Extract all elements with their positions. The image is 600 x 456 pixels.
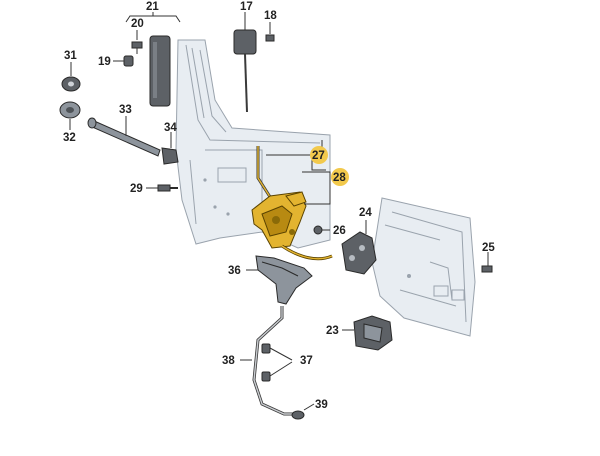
callout-26: 26 bbox=[333, 225, 346, 237]
callout-21: 21 bbox=[146, 1, 159, 13]
part-23-bracket bbox=[342, 315, 393, 351]
callout-27: 27 bbox=[312, 150, 325, 162]
callout-24: 24 bbox=[359, 207, 372, 219]
part-31-bushing bbox=[61, 62, 81, 92]
part-33-shaft bbox=[87, 116, 161, 157]
part-29-screw bbox=[146, 184, 178, 192]
part-18-screw bbox=[265, 22, 275, 42]
callout-19: 19 bbox=[98, 56, 111, 68]
callout-29: 29 bbox=[130, 183, 143, 195]
part-36-handle-bracket bbox=[246, 255, 313, 305]
callout-36: 36 bbox=[228, 265, 241, 277]
part-17-lock-knob-rod bbox=[233, 12, 257, 113]
part-27-28-door-lock-assembly bbox=[251, 140, 333, 261]
part-20-screw bbox=[131, 30, 143, 54]
part-32-bushing bbox=[59, 101, 81, 130]
callout-28-highlight bbox=[331, 168, 349, 186]
callout-labels: 21 17 18 20 31 19 33 34 32 27 28 29 24 2… bbox=[63, 1, 495, 411]
callout-39: 39 bbox=[315, 399, 328, 411]
body-pillar-panel bbox=[371, 197, 476, 337]
callout-28: 28 bbox=[333, 172, 346, 184]
callout-31: 31 bbox=[64, 50, 77, 62]
callout-27-highlight bbox=[310, 146, 328, 164]
callout-32: 32 bbox=[63, 132, 76, 144]
callout-23: 23 bbox=[326, 325, 339, 337]
callout-17: 17 bbox=[240, 1, 253, 13]
part-25-screw bbox=[481, 252, 493, 273]
part-38-bowden-cable bbox=[240, 306, 305, 420]
callout-33: 33 bbox=[119, 104, 132, 116]
callout-20: 20 bbox=[131, 18, 144, 30]
part-26-clip bbox=[313, 225, 330, 235]
callout-18: 18 bbox=[264, 10, 277, 22]
part-21-handle-trim bbox=[125, 12, 181, 107]
callout-34: 34 bbox=[164, 122, 177, 134]
callout-37: 37 bbox=[300, 355, 313, 367]
callout-38: 38 bbox=[222, 355, 235, 367]
leader-39 bbox=[303, 403, 315, 411]
part-37-cable-clips bbox=[261, 343, 293, 382]
callout-25: 25 bbox=[482, 242, 495, 254]
part-19-clip bbox=[113, 55, 134, 67]
part-34-nut bbox=[161, 132, 179, 165]
part-24-striker-plate bbox=[341, 220, 377, 275]
